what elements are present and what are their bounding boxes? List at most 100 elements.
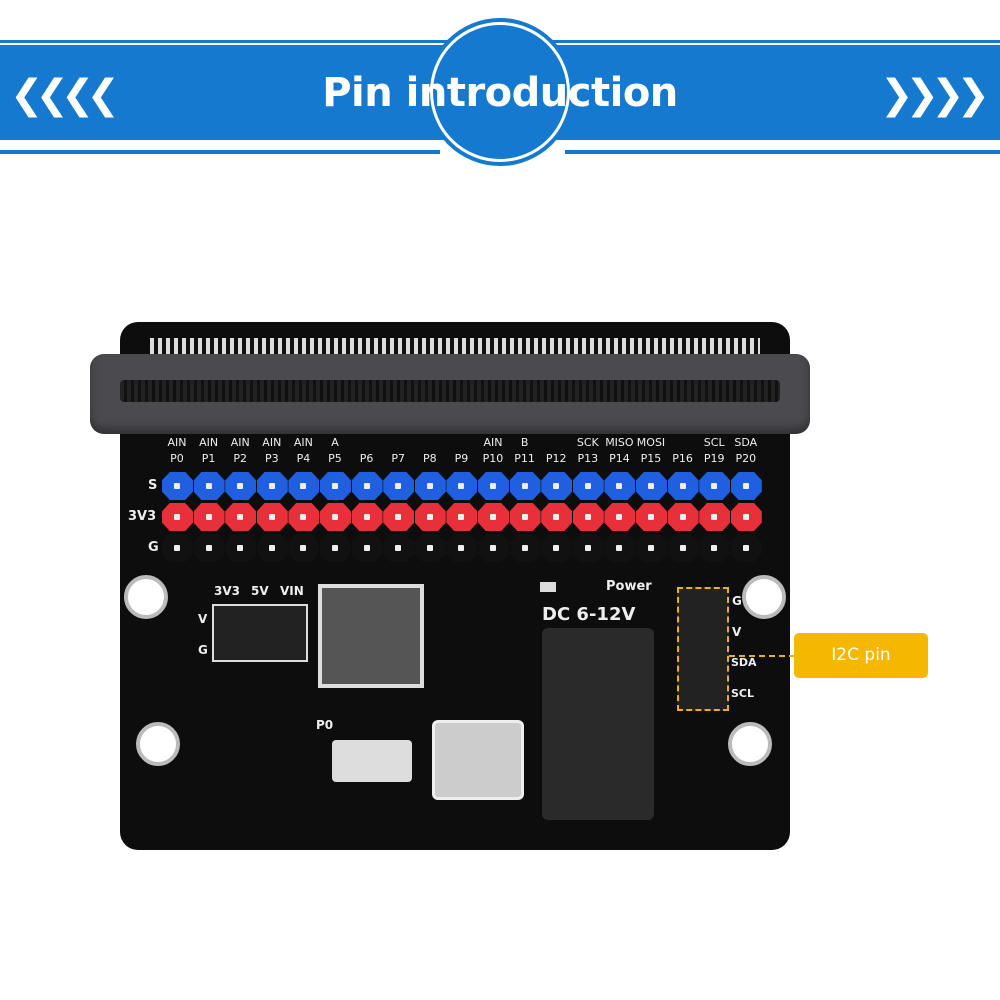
power-pin (351, 503, 383, 531)
power-pin (446, 503, 478, 531)
pin-label: P6 (359, 452, 374, 465)
signal-pin (320, 472, 351, 500)
signal-pin (541, 472, 573, 500)
pin-contact (742, 514, 749, 520)
row-label-s: S (148, 478, 158, 493)
function-label: SCL (703, 436, 725, 449)
signal-pin (478, 472, 509, 500)
pin-contact (205, 514, 212, 520)
pin-contact (742, 545, 749, 551)
pin-contact (395, 483, 402, 489)
signal-pin (636, 472, 667, 500)
dc-jack (542, 628, 654, 820)
pin-label: P19 (703, 452, 725, 465)
signal-pin (225, 472, 257, 500)
ground-pin (351, 534, 383, 562)
function-label: SDA (734, 436, 758, 449)
power-pin (572, 503, 604, 531)
pin-contact (521, 545, 528, 551)
pin-contact (363, 483, 370, 489)
power-pin (667, 503, 699, 531)
power-g-label: G (198, 643, 208, 657)
power-pin (288, 503, 320, 531)
power-option-5v: 5V (251, 584, 269, 598)
ground-pin (414, 534, 446, 562)
power-pin (604, 503, 636, 531)
pin-contact (237, 483, 244, 489)
mounting-hole (742, 575, 786, 619)
pin-contact (648, 483, 654, 489)
power-pin (225, 503, 257, 531)
pin-contact (711, 514, 718, 520)
pin-contact (490, 483, 496, 489)
pin-contact (332, 483, 338, 489)
signal-pin (509, 472, 541, 500)
row-label-g: G (148, 540, 159, 555)
pin-contact (616, 514, 623, 520)
function-label: A (331, 436, 339, 449)
ground-pin (541, 534, 573, 562)
power-switch[interactable] (332, 740, 412, 782)
power-pin (541, 503, 573, 531)
pin-contact (174, 483, 180, 489)
left-chevrons-icon: ❮❮❮❮ (10, 72, 120, 118)
pin-label: P10 (482, 452, 504, 465)
function-label: AIN (293, 436, 313, 449)
pin-contact (679, 514, 686, 520)
pin-contact (300, 483, 307, 489)
function-label: SCK (576, 436, 599, 449)
i2c-g-label: G (732, 594, 742, 608)
power-pin (730, 503, 762, 531)
pin-label: P0 (170, 452, 184, 465)
pin-contact (363, 514, 370, 520)
pin-label: P5 (328, 452, 342, 465)
pin-label: P8 (422, 452, 437, 465)
ground-pin (320, 534, 351, 562)
power-pin (414, 503, 446, 531)
pin-contact (584, 514, 591, 520)
pin-label: P16 (672, 452, 693, 465)
mounting-hole (124, 575, 168, 619)
signal-pin (414, 472, 446, 500)
signal-pin (604, 472, 636, 500)
pin-label: P3 (264, 452, 279, 465)
power-pin (383, 503, 415, 531)
pin-contact (426, 483, 433, 489)
pin-contact (237, 514, 244, 520)
function-label: AIN (167, 436, 187, 449)
pin-contact (711, 545, 718, 551)
pin-contact (616, 483, 623, 489)
pin-contact (332, 545, 338, 551)
pin-label: P12 (545, 452, 567, 465)
pin-contact (268, 514, 275, 520)
pin-label: P15 (640, 452, 662, 465)
i2c-pin-header (677, 587, 729, 711)
pin-label: P1 (201, 452, 216, 465)
pin-contact (648, 514, 654, 520)
power-option-vin: VIN (280, 584, 304, 598)
pin-contact (616, 545, 623, 551)
ground-pin (446, 534, 478, 562)
pin-contact (426, 514, 433, 520)
pin-label: P20 (735, 452, 757, 465)
ground-pin (699, 534, 731, 562)
ground-pin (162, 534, 193, 562)
pin-contact (268, 483, 275, 489)
pin-contact (268, 545, 275, 551)
pin-contact (458, 483, 465, 489)
power-select-jumper[interactable] (212, 604, 308, 662)
pin-contact (458, 514, 465, 520)
page-title: Pin introduction (322, 70, 678, 116)
pin-contact (490, 545, 496, 551)
pin-contact (332, 514, 338, 520)
ground-pin (256, 534, 288, 562)
pin-contact (648, 545, 654, 551)
pin-label: P11 (514, 452, 535, 465)
signal-pin (162, 472, 193, 500)
ground-pin (730, 534, 762, 562)
mounting-hole (136, 722, 180, 766)
pin-label: P9 (454, 452, 469, 465)
pin-label: P13 (577, 452, 599, 465)
signal-pin (446, 472, 478, 500)
mounting-hole (728, 722, 772, 766)
